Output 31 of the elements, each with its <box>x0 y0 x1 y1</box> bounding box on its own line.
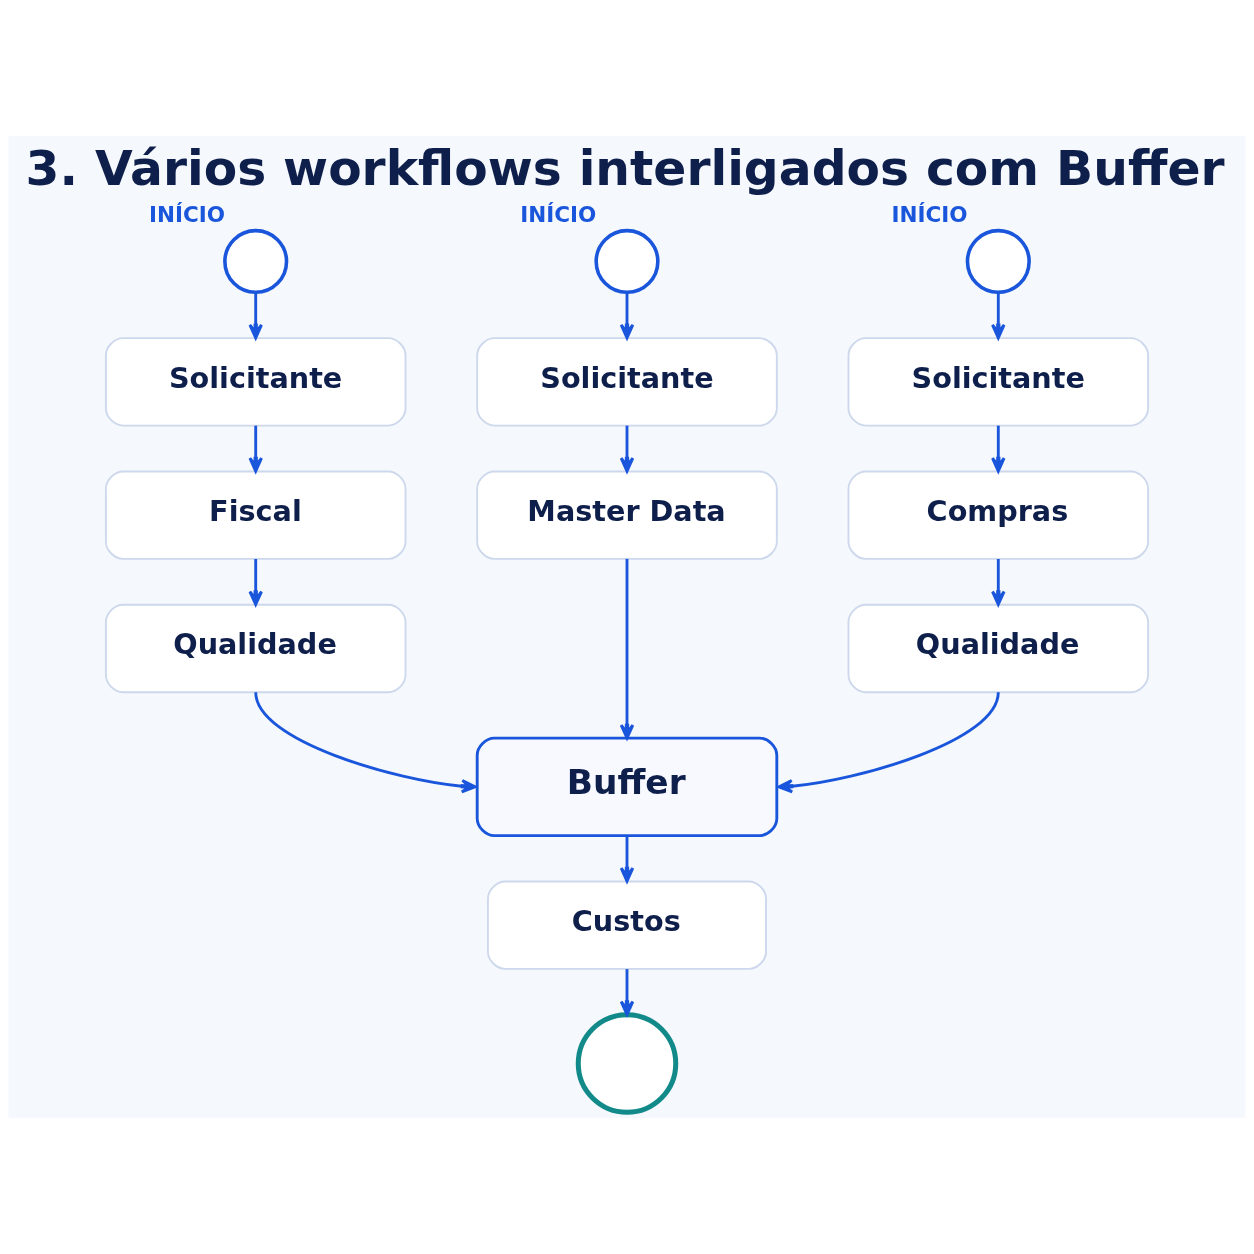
arrow <box>619 425 635 473</box>
node-box: Qualidade <box>104 603 407 694</box>
node-circle <box>594 228 660 295</box>
arrow <box>254 691 477 794</box>
diagram-title: 3. Vários workflows interligados com Buffer <box>25 140 1225 197</box>
arrow <box>619 835 635 883</box>
node-box: Solicitante <box>476 337 778 427</box>
node-box: Fiscal <box>104 470 407 560</box>
arrow <box>248 292 263 340</box>
node-box: Qualidade <box>847 603 1150 694</box>
node-label: INÍCIO <box>520 202 597 228</box>
node-box: Buffer <box>475 736 779 838</box>
arrow <box>991 559 1006 606</box>
arrow <box>248 559 263 606</box>
node-box: Compras <box>847 470 1150 560</box>
node-circle <box>575 1012 679 1115</box>
node-box: Solicitante <box>104 337 407 427</box>
arrow <box>991 425 1006 473</box>
arrow <box>248 425 263 473</box>
arrow <box>619 292 635 340</box>
arrow <box>619 558 635 740</box>
node-box: Solicitante <box>847 337 1150 427</box>
node-label: INÍCIO <box>891 202 968 228</box>
arrow <box>619 969 635 1016</box>
node-circle <box>223 228 289 295</box>
node-box: Custos <box>487 880 767 970</box>
node-circle <box>965 228 1031 295</box>
arrow <box>991 292 1006 340</box>
node-box: Master Data <box>476 470 778 560</box>
arrow <box>777 691 1000 794</box>
node-label: INÍCIO <box>148 202 225 228</box>
